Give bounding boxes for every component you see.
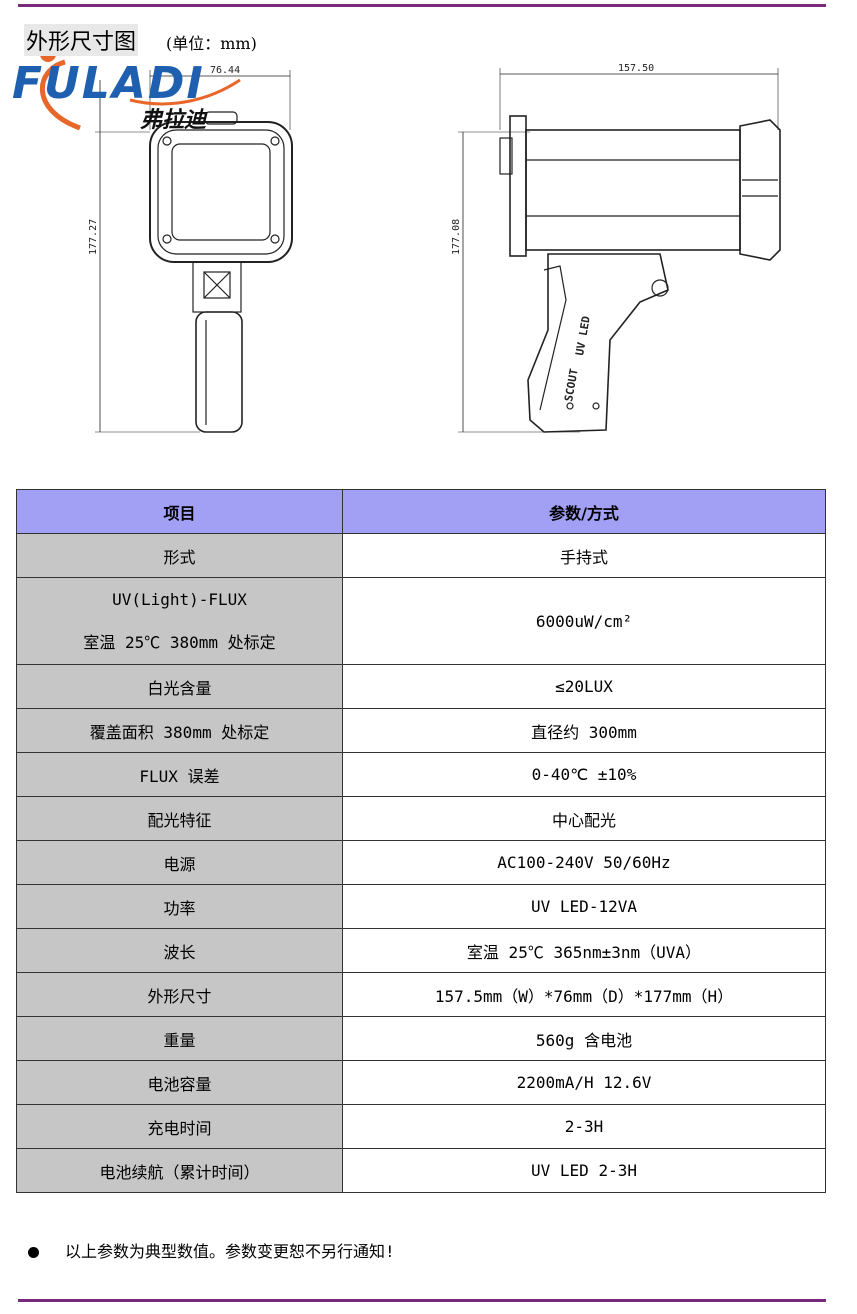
table-row: 波长 室温 25℃ 365nm±3nm（UVA） [16, 928, 826, 973]
table-row: 形式 手持式 [16, 533, 826, 578]
row-key: UV(Light)-FLUX 室温 25℃ 380mm 处标定 [16, 577, 343, 665]
row-value: 0-40℃ ±10% [342, 752, 826, 797]
row-key: 形式 [16, 533, 343, 578]
row-value: AC100-240V 50/60Hz [342, 840, 826, 885]
front-height-label: 177.27 [88, 219, 99, 255]
side-width-label: 157.50 [618, 63, 654, 74]
row-key-line: UV(Light)-FLUX [112, 590, 247, 609]
row-key: 充电时间 [16, 1104, 343, 1149]
table-row: 电池容量 2200mA/H 12.6V [16, 1060, 826, 1105]
table-row: 外形尺寸 157.5mm（W）*76mm（D）*177mm（H） [16, 972, 826, 1017]
header-param: 参数/方式 [342, 489, 826, 534]
spec-table: 项目 参数/方式 形式 手持式 UV(Light)-FLUX 室温 25℃ 38… [16, 489, 826, 1193]
section-title: 外形尺寸图 [24, 24, 139, 56]
row-key: 电源 [16, 840, 343, 885]
table-row: 功率 UV LED-12VA [16, 884, 826, 929]
row-value: 2-3H [342, 1104, 826, 1149]
row-key: 配光特征 [16, 796, 343, 841]
section-unit: (单位：mm) [166, 34, 257, 53]
row-key: 波长 [16, 928, 343, 973]
row-key: 覆盖面积 380mm 处标定 [16, 708, 343, 753]
top-rule [18, 4, 826, 7]
row-key: 功率 [16, 884, 343, 929]
row-key: 重量 [16, 1016, 343, 1061]
side-height-label: 177.08 [451, 219, 462, 255]
dimension-drawing: 76.44 177.27 157.50 177.08 UV LED SCOUT [88, 63, 781, 433]
row-value: 6000uW/cm² [342, 577, 826, 665]
row-key: FLUX 误差 [16, 752, 343, 797]
front-view [95, 70, 293, 433]
row-value: UV LED 2-3H [342, 1148, 826, 1193]
footnote-text: 以上参数为典型数值。参数变更恕不另行通知! [65, 1242, 395, 1261]
footnote: 以上参数为典型数值。参数变更恕不另行通知! [28, 1238, 395, 1262]
table-row: 重量 560g 含电池 [16, 1016, 826, 1061]
row-key: 电池容量 [16, 1060, 343, 1105]
row-key-line: 室温 25℃ 380mm 处标定 [83, 633, 276, 652]
row-value: 157.5mm（W）*76mm（D）*177mm（H） [342, 972, 826, 1017]
bottom-rule [18, 1299, 826, 1302]
table-row: UV(Light)-FLUX 室温 25℃ 380mm 处标定 6000uW/c… [16, 577, 826, 665]
grip-text-uvled: UV LED [573, 315, 593, 357]
table-row: 充电时间 2-3H [16, 1104, 826, 1149]
table-row: 白光含量 ≤20LUX [16, 664, 826, 709]
grip-text-scout: SCOUT [562, 367, 581, 402]
row-value: ≤20LUX [342, 664, 826, 709]
front-width-label: 76.44 [210, 65, 240, 76]
row-value: 手持式 [342, 533, 826, 578]
row-value: 中心配光 [342, 796, 826, 841]
row-key: 白光含量 [16, 664, 343, 709]
row-key: 外形尺寸 [16, 972, 343, 1017]
table-row: FLUX 误差 0-40℃ ±10% [16, 752, 826, 797]
logo-latin-text: FULADI [12, 58, 205, 109]
logo-chinese-text: 弗拉迪 [140, 108, 207, 133]
row-value: 560g 含电池 [342, 1016, 826, 1061]
side-view [458, 68, 781, 433]
table-row: 覆盖面积 380mm 处标定 直径约 300mm [16, 708, 826, 753]
table-row: 电源 AC100-240V 50/60Hz [16, 840, 826, 885]
bullet-icon [28, 1247, 39, 1258]
row-value: UV LED-12VA [342, 884, 826, 929]
row-key: 电池续航（累计时间） [16, 1148, 343, 1193]
row-value: 2200mA/H 12.6V [342, 1060, 826, 1105]
table-row: 电池续航（累计时间） UV LED 2-3H [16, 1148, 826, 1193]
row-value: 室温 25℃ 365nm±3nm（UVA） [342, 928, 826, 973]
row-value: 直径约 300mm [342, 708, 826, 753]
table-header-row: 项目 参数/方式 [16, 489, 826, 534]
header-item: 项目 [16, 489, 343, 534]
table-row: 配光特征 中心配光 [16, 796, 826, 841]
